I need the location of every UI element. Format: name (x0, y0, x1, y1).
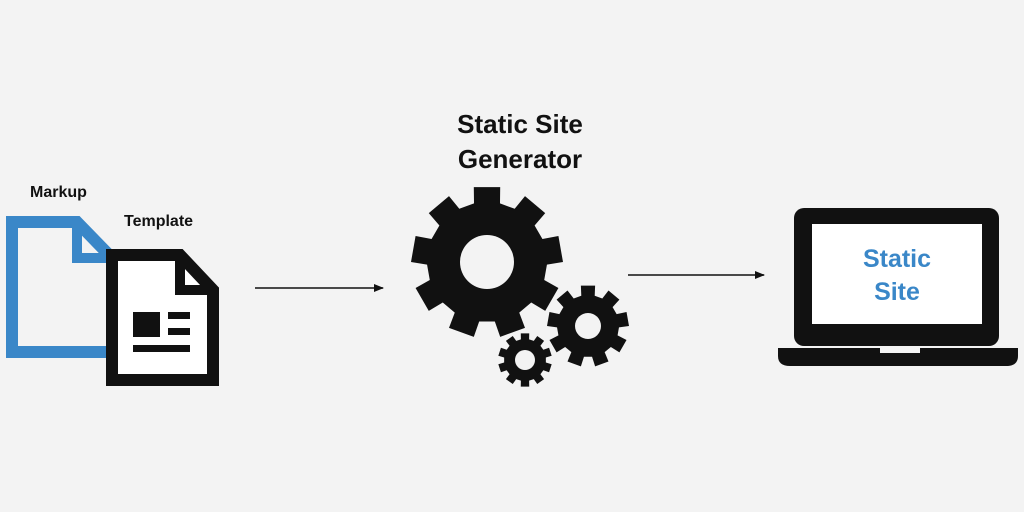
template-document-icon (106, 249, 219, 386)
laptop-screen-line1: Static (863, 245, 931, 273)
markup-document-icon (6, 216, 118, 358)
gear-hole (515, 350, 535, 370)
markup-label: Markup (30, 184, 87, 201)
generator-title-line1: Static Site (457, 109, 583, 139)
generator-title-line2: Generator (458, 144, 582, 174)
small-gear-icon (498, 333, 552, 387)
laptop-screen (812, 224, 982, 324)
gear-hole (575, 313, 601, 339)
template-label: Template (124, 213, 193, 230)
laptop-screen-line2: Site (874, 278, 920, 306)
gear-hole (460, 235, 514, 289)
laptop-icon (778, 208, 1018, 366)
medium-gear-icon (547, 285, 629, 367)
large-gear-icon (411, 187, 563, 337)
